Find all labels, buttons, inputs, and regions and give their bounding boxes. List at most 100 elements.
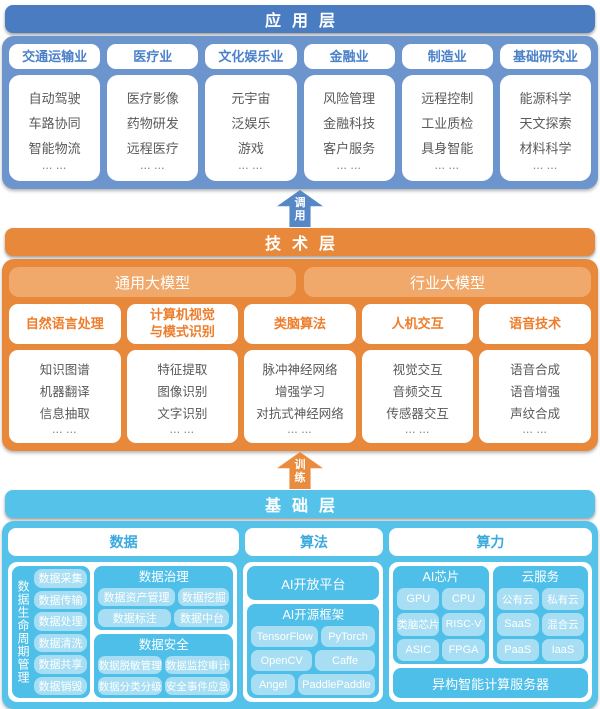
ellipsis: ... ... [336, 161, 362, 171]
tech-item: 信息抽取 [39, 407, 90, 421]
tech-column-header: 人机交互 [361, 304, 474, 344]
tech-item: 语音合成 [510, 363, 561, 377]
tech-item: 脉冲神经网络 [262, 363, 338, 377]
data-right-group: 数据治理 数据资产管理 数据挖掘 数据标注 数据中台 数据安全 [94, 566, 234, 698]
app-item: 金融科技 [323, 116, 376, 131]
ellipsis: ... ... [533, 161, 558, 171]
app-column-header: 基础研究业 [499, 44, 592, 69]
app-layer-section: 交通运输业 自动驾驶 车路协同 智能物流 ... ... 医疗业 医疗影像 药物… [2, 36, 598, 189]
app-item: 药物研发 [126, 116, 179, 131]
app-item: 天文探索 [519, 116, 572, 131]
cloud-service-title: 云服务 [521, 570, 560, 584]
tech-item: 图像识别 [157, 385, 208, 399]
ellipsis: ... ... [238, 161, 264, 171]
chip-pill: RISC-V [442, 613, 485, 636]
cloud-pill: 混合云 [541, 613, 585, 636]
app-item: 游戏 [237, 141, 264, 156]
cloud-pill: PaaS [496, 638, 539, 661]
tech-column-header: 类脑算法 [244, 304, 356, 344]
cloud-pill: SaaS [496, 613, 539, 636]
app-column-transport: 交通运输业 自动驾驶 车路协同 智能物流 ... ... [9, 44, 101, 181]
app-item: 客户服务 [323, 141, 376, 156]
tech-item: 视觉交互 [392, 363, 443, 377]
chip-pill: CPU [442, 588, 485, 611]
tech-column-hci: 人机交互 视觉交互 音频交互 传感器交互 ... ... [361, 304, 474, 443]
app-column-header: 交通运输业 [9, 44, 101, 69]
app-item: 智能物流 [28, 141, 81, 156]
app-column-manufacturing: 制造业 远程控制 工业质检 具身智能 ... ... [401, 44, 493, 181]
foundation-layer-title-bar: 基础层 [5, 490, 595, 518]
tech-layer-section: 通用大模型 行业大模型 自然语言处理 知识图谱 机器翻译 信息抽取 ... ..… [2, 259, 598, 451]
app-item: 具身智能 [421, 141, 474, 156]
data-governance-title: 数据治理 [138, 570, 189, 584]
governance-pill: 数据标注 [98, 609, 172, 627]
tech-column-nlp: 自然语言处理 知识图谱 机器翻译 信息抽取 ... ... [9, 304, 121, 443]
framework-pill: Angel [251, 674, 295, 695]
algorithm-card: AI开放平台 AI开源框架 TensorFlow PyTorch OpenCV … [243, 562, 384, 702]
tech-column-speech: 语音技术 语音合成 语音增强 声纹合成 ... ... [479, 304, 591, 443]
app-item: 元宇宙 [231, 91, 271, 106]
tech-column-header: 计算机视觉 与模式识别 [126, 304, 239, 344]
cloud-pill: 私有云 [541, 588, 585, 611]
app-item: 医疗影像 [126, 91, 179, 106]
tech-item: 语音增强 [510, 385, 561, 399]
app-item: 远程医疗 [126, 141, 179, 156]
cloud-pill: IaaS [541, 638, 585, 661]
ellipsis: ... ... [42, 161, 67, 171]
chip-pill: ASIC [397, 638, 440, 661]
foundation-cards: 数据生命周期管理 数据采集 数据传输 数据处理 数据清洗 数据共享 数据销毁 数… [8, 562, 592, 702]
foundation-layer-section: 数据 算法 算力 数据生命周期管理 数据采集 数据传输 数据处理 数据清洗 数据… [2, 521, 598, 709]
tech-column-items: 特征提取 图像识别 文字识别 ... ... [126, 350, 239, 443]
foundation-header-row: 数据 算法 算力 [8, 528, 592, 556]
lifecycle-pill: 数据清洗 [34, 633, 87, 652]
data-header: 数据 [8, 528, 240, 556]
app-item: 远程控制 [421, 91, 474, 106]
tech-item: 声纹合成 [510, 407, 561, 421]
industry-model-pill: 行业大模型 [304, 267, 591, 297]
framework-pill: Caffe [314, 650, 376, 671]
lifecycle-pill: 数据处理 [34, 612, 87, 631]
cloud-service-box: 云服务 公有云 私有云 SaaS 混合云 PaaS IaaS [492, 566, 589, 664]
app-item: 工业质检 [421, 116, 474, 131]
app-layer-title-bar: 应用层 [5, 5, 595, 33]
tech-column-cv: 计算机视觉 与模式识别 特征提取 图像识别 文字识别 ... ... [126, 304, 239, 443]
tech-column-items: 视觉交互 音频交互 传感器交互 ... ... [361, 350, 474, 443]
security-pill: 数据分类分级 [98, 677, 163, 695]
lifecycle-pill: 数据采集 [34, 569, 87, 588]
app-item: 泛娱乐 [231, 116, 271, 131]
tech-column-header: 语音技术 [479, 304, 591, 344]
app-column-research: 基础研究业 能源科学 天文探索 材料科学 ... ... [499, 44, 592, 181]
framework-pill: TensorFlow [251, 626, 318, 647]
data-lifecycle-label: 数据生命周期管理 [16, 580, 30, 684]
tech-item: 知识图谱 [39, 363, 90, 377]
compute-header: 算力 [388, 528, 592, 556]
app-column-items: 能源科学 天文探索 材料科学 ... ... [499, 75, 592, 181]
train-arrow-char: 训 [294, 458, 306, 471]
train-arrow-char: 练 [294, 472, 306, 484]
ellipsis: ... ... [52, 425, 78, 435]
app-column-header: 金融业 [303, 44, 395, 69]
app-column-items: 远程控制 工业质检 具身智能 ... ... [401, 75, 493, 181]
tech-item: 对抗式神经网络 [256, 407, 344, 421]
ellipsis: ... ... [405, 425, 430, 435]
app-column-medical: 医疗业 医疗影像 药物研发 远程医疗 ... ... [107, 44, 199, 181]
call-arrow-zone: 调 用 [0, 189, 600, 228]
lifecycle-pill: 数据销毁 [34, 676, 87, 695]
call-arrow-char: 用 [294, 210, 306, 222]
chip-pill: GPU [397, 588, 440, 611]
call-up-arrow-icon: 调 用 [277, 190, 323, 227]
cloud-pill: 公有云 [496, 588, 539, 611]
app-column-entertainment: 文化娱乐业 元宇宙 泛娱乐 游戏 ... ... [205, 44, 297, 181]
security-pill: 数据脱敏管理 [98, 656, 163, 674]
tech-column-brain: 类脑算法 脉冲神经网络 增强学习 对抗式神经网络 ... ... [244, 304, 356, 443]
app-column-finance: 金融业 风险管理 金融科技 客户服务 ... ... [303, 44, 395, 181]
tech-item: 增强学习 [274, 385, 325, 399]
data-lifecycle-pills: 数据采集 数据传输 数据处理 数据清洗 数据共享 数据销毁 [34, 569, 87, 695]
data-security-title: 数据安全 [138, 638, 189, 652]
chip-pill: FPGA [442, 638, 485, 661]
chip-pill: 类脑芯片 [397, 613, 440, 636]
data-lifecycle-box: 数据生命周期管理 数据采集 数据传输 数据处理 数据清洗 数据共享 数据销毁 [12, 566, 90, 698]
app-column-header: 制造业 [401, 44, 493, 69]
tech-column-header: 自然语言处理 [9, 304, 121, 344]
governance-pill: 数据中台 [174, 609, 230, 627]
